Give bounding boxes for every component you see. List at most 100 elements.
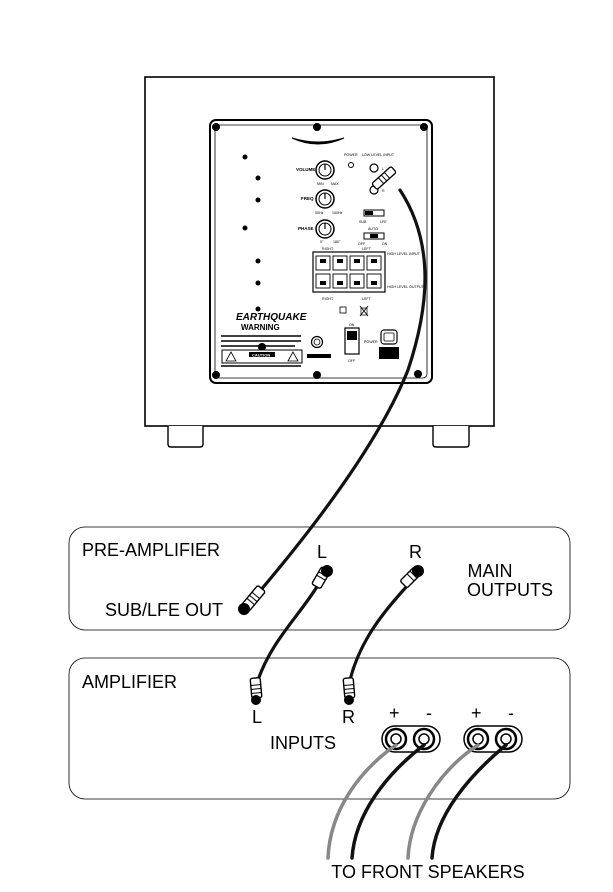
screw-icon [255,306,261,312]
deg-0-label: 0° [320,240,324,244]
sub-lfe-out-label: SUB/LFE OUT [105,600,223,620]
binding-posts[interactable] [381,725,523,753]
amp-r-label: R [342,707,355,727]
jack-r-label: R [382,189,385,193]
cables [256,188,508,860]
power-led-label: POWER [344,153,358,157]
left-label-bottom: LEFT [362,297,372,301]
double-insulation-icon [339,306,347,314]
lfe-label: LFE [380,220,387,224]
screw-icon [255,280,261,286]
amplifier: AMPLIFIER L R INPUTS + - + - [68,657,571,800]
sub-lfe-switch[interactable] [363,209,385,217]
screw-icon [258,343,266,351]
plus-label-1: + [389,703,400,723]
screw-icon [255,175,261,181]
max-label: MAX [331,182,339,186]
plus-label-2: + [471,703,482,723]
power-led-icon [348,162,354,168]
screw-icon [414,370,422,378]
ac-rating-text [379,347,399,359]
phase-label: PHASE [298,226,314,231]
left-interconnect-cable [256,583,320,682]
amplifier-box [68,657,571,800]
on-switch-label: ON [349,323,355,327]
caution-badge [249,352,275,357]
brand-label: EARTHQUAKE [236,312,307,323]
amplifier-title: AMPLIFIER [82,672,177,692]
subwoofer-foot-right [432,426,470,448]
phase-knob[interactable] [315,219,335,239]
rca-plugs [238,166,424,705]
panel-screws [212,123,428,379]
subwoofer-foot-left [167,426,204,448]
fuse-holder[interactable] [310,335,324,349]
screw-icon [212,371,220,379]
minus-label-1: - [426,703,432,723]
rca-plug-icon[interactable] [371,166,397,190]
speaker-wire-grey-1 [326,743,398,860]
freq-label: FREQ [301,196,314,201]
preamp-title: PRE-AMPLIFIER [82,540,220,560]
screw-icon [212,123,220,131]
preamp-l-label: L [317,542,327,562]
rca-jack-l[interactable] [369,163,379,173]
high-level-input-label: HIGH LEVEL INPUT [387,252,421,256]
speaker-wire-grey-2 [406,743,480,860]
warning-text-lines [221,335,301,367]
screw-icon [255,197,261,203]
min-label: MIN [317,182,324,186]
screw-icon [420,123,428,131]
amp-r-jack[interactable] [344,695,354,705]
preamp-r-label: R [409,542,422,562]
sub-label: SUB [359,220,367,224]
inputs-label: INPUTS [270,733,336,753]
low-level-input-label: LOW LEVEL INPUT [362,153,395,157]
right-interconnect-cable [348,583,410,682]
screw-icon [242,154,248,160]
brand-logo-icon [291,137,345,145]
lightning-warning-icon [225,351,237,362]
right-label-bottom: RIGHT [322,297,334,301]
exclamation-warning-icon [287,351,299,362]
volume-knob[interactable] [315,160,335,180]
auto-label: AUTO [368,227,378,231]
deg-180-label: 180° [333,240,341,244]
off-switch-label: OFF [348,359,356,363]
power-switch-label: POWER [364,340,378,344]
hz-high-label: 150Hz [332,211,343,215]
warning-title: WARNING [241,323,280,332]
to-front-speakers-label: TO FRONT SPEAKERS [331,862,524,882]
main-outputs-line1: MAIN [468,561,513,581]
high-level-output-label: HIGH LEVEL OUTPUT [387,285,425,289]
certification-marks [307,354,331,358]
right-label-top: RIGHT [322,247,334,251]
screw-icon [242,225,248,231]
screw-icon [313,371,321,379]
freq-knob[interactable] [315,189,335,209]
amp-l-label: L [252,707,262,727]
on-label: ON [382,242,388,246]
preamp-r-jack[interactable] [412,565,424,577]
terminal-clips [320,259,377,285]
subwoofer: VOLUME FREQ PHASE MIN MAX 50Hz 150Hz 0° … [144,76,495,448]
sub-out-jack[interactable] [238,603,250,615]
jack-l-label: L [382,167,384,171]
caution-label: CAUTION [252,353,270,358]
sub-cable [258,188,427,593]
rear-panel-inner [214,124,428,379]
hz-low-label: 50Hz [315,211,324,215]
left-label-top: LEFT [362,247,372,251]
main-outputs-line2: OUTPUTS [467,580,553,600]
speaker-wire-black-1 [350,743,426,860]
screw-icon [313,123,321,131]
preamp-l-jack[interactable] [321,565,333,577]
volume-label: VOLUME [296,167,315,172]
amp-l-jack[interactable] [251,695,261,705]
speaker-wire-black-2 [430,743,508,860]
minus-label-2: - [508,703,514,723]
screw-icon [255,258,261,264]
off-label: OFF [358,242,366,246]
